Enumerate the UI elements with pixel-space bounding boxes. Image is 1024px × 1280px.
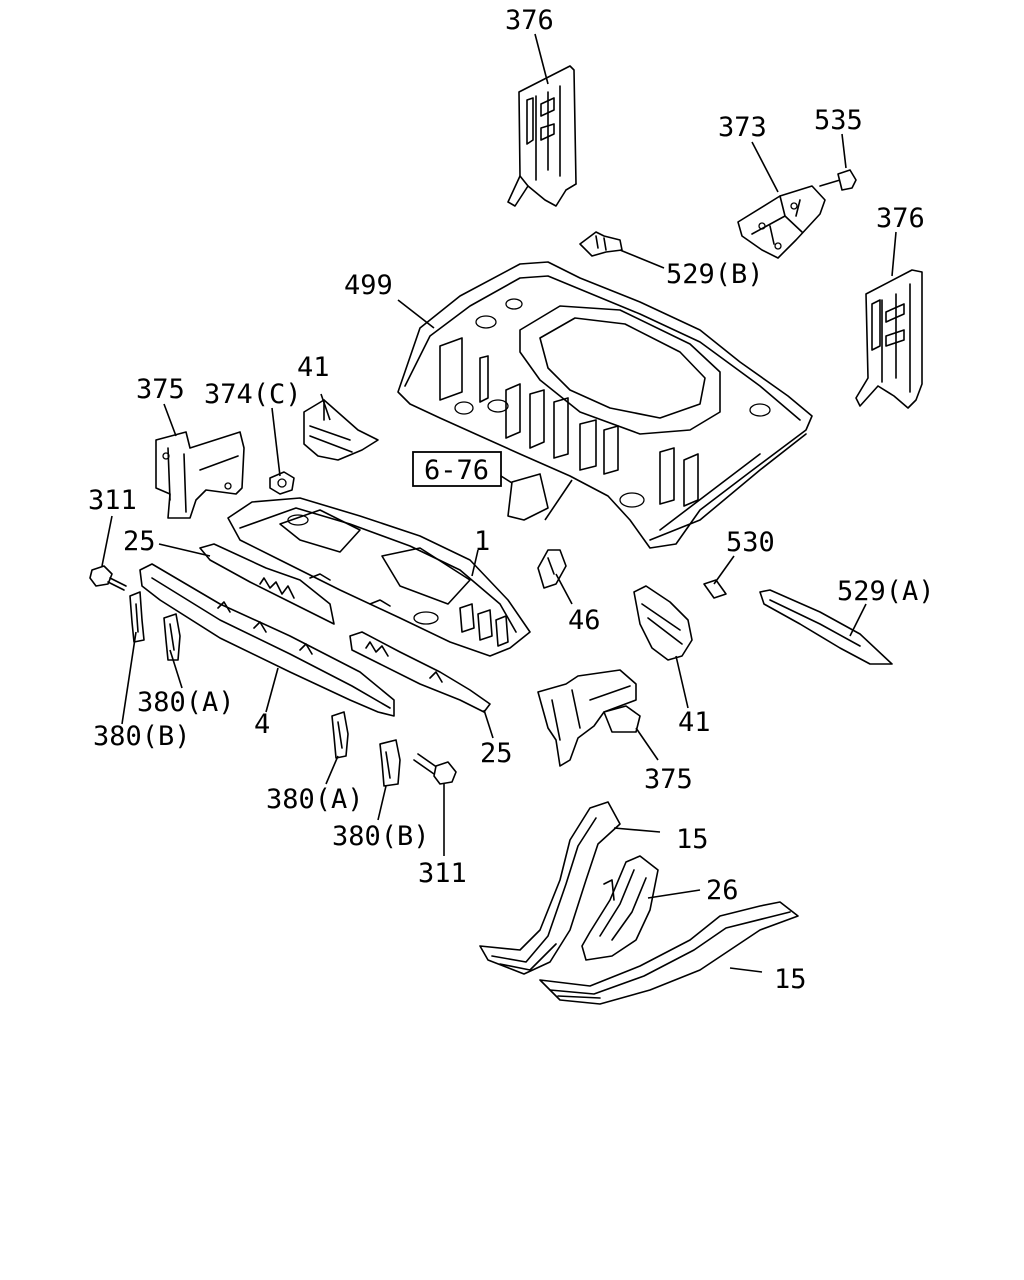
part-311-bottom-drawing [413, 753, 457, 785]
callout-15-top: 15 [676, 824, 709, 855]
part-529a-drawing [759, 589, 893, 665]
callout-529a: 529(A) [837, 576, 935, 607]
reference-box-label: 6-76 [424, 455, 489, 486]
part-375-left-drawing [155, 431, 245, 519]
callout-46: 46 [568, 605, 601, 636]
callout-499: 499 [344, 270, 393, 301]
part-376-right-drawing [855, 269, 923, 409]
part-41-right-drawing [633, 585, 693, 661]
part-25-top-drawing [199, 543, 335, 625]
part-380-bottom-drawing [331, 711, 401, 787]
callout-1: 1 [474, 526, 490, 557]
callout-375-left: 375 [136, 374, 185, 405]
part-373-drawing [737, 185, 826, 259]
part-529b-drawing [579, 231, 623, 257]
callout-375-right: 375 [644, 764, 693, 795]
callout-41-top: 41 [297, 352, 330, 383]
callout-25-bottom: 25 [480, 738, 513, 769]
callout-311-left: 311 [88, 485, 137, 516]
callout-530: 530 [726, 527, 775, 558]
callout-376-top: 376 [505, 5, 554, 36]
part-26-drawing [581, 855, 659, 961]
callout-labels: 376 373 535 376 529(B) 499 41 374(C) 375… [88, 5, 935, 995]
part-535-drawing [819, 169, 857, 191]
reference-box-6-76: 6-76 [412, 451, 573, 521]
callout-26: 26 [706, 875, 739, 906]
part-374c-drawing [269, 471, 295, 495]
callout-529b: 529(B) [666, 259, 764, 290]
callout-25-top: 25 [123, 526, 156, 557]
callout-380b-left: 380(B) [93, 721, 191, 752]
callout-4: 4 [254, 709, 270, 740]
callout-41-right: 41 [678, 707, 711, 738]
part-530-drawing [703, 579, 727, 599]
callout-535: 535 [814, 105, 863, 136]
callout-374c: 374(C) [204, 379, 302, 410]
leader-lines [101, 33, 897, 973]
callout-376-right: 376 [876, 203, 925, 234]
part-15-top-drawing [479, 801, 621, 975]
callout-311-bottom: 311 [418, 858, 467, 889]
callout-380a-left: 380(A) [137, 687, 235, 718]
callout-380b-bottom: 380(B) [332, 821, 430, 852]
callout-15-bottom: 15 [774, 964, 807, 995]
callout-380a-bottom: 380(A) [266, 784, 364, 815]
part-4-drawing [139, 563, 395, 717]
part-15-bottom-drawing [539, 901, 799, 1005]
part-41-top-drawing [303, 399, 379, 461]
part-1-drawing [227, 497, 531, 657]
part-375-right-drawing [537, 669, 641, 767]
part-311-left-drawing [89, 565, 127, 591]
part-499-drawing [397, 261, 813, 549]
part-25-bottom-drawing [349, 631, 491, 713]
part-376-top-drawing [507, 65, 577, 207]
part-46-drawing [537, 549, 567, 589]
callout-373: 373 [718, 112, 767, 143]
part-380-left-drawing [129, 591, 181, 661]
